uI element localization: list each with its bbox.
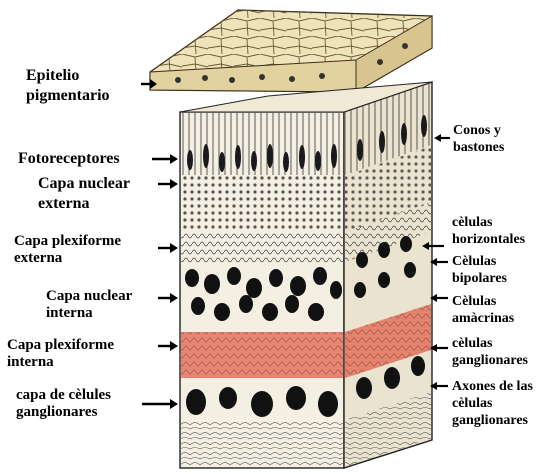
label-line: Capa plexiforme xyxy=(7,337,114,354)
label-celulas-bipolares: Cèlulas bipolares xyxy=(452,253,507,287)
label-line: pigmentario xyxy=(26,86,110,106)
label-celulas-ganglionares-right: cèlulas ganglionares xyxy=(452,335,528,369)
label-line: ganglionares xyxy=(452,412,533,429)
label-line: Cèlulas xyxy=(452,293,514,310)
label-capa-plexiforme-interna: Capa plexiforme interna xyxy=(7,337,114,371)
label-line: horizontales xyxy=(452,231,525,248)
label-line: Conos y xyxy=(453,122,504,139)
label-conos-bastones: Conos y bastones xyxy=(453,122,504,156)
label-line: amàcrinas xyxy=(452,310,514,327)
label-capa-nuclear-externa: Capa nuclear externa xyxy=(38,174,130,214)
label-capa-nuclear-interna: Capa nuclear interna xyxy=(46,288,132,322)
left-arrows xyxy=(141,79,178,409)
label-line: Epitelio xyxy=(26,66,110,86)
label-line: ganglionares xyxy=(452,352,528,369)
label-celulas-amacrinas: Cèlulas amàcrinas xyxy=(452,293,514,327)
label-line: capa de cèlules xyxy=(16,387,111,404)
label-line: externa xyxy=(14,250,121,267)
label-line: Capa nuclear xyxy=(46,288,132,305)
label-capa-celulas-ganglionares: capa de cèlules ganglionares xyxy=(16,387,111,421)
pigment-epithelium-slab xyxy=(150,10,432,92)
label-line: externa xyxy=(38,194,130,214)
label-celulas-horizontales: cèlulas horizontales xyxy=(452,214,525,248)
label-line: interna xyxy=(7,354,114,371)
label-line: bastones xyxy=(453,139,504,156)
label-epitelio-pigmentario: Epitelio pigmentario xyxy=(26,66,110,106)
label-line: interna xyxy=(46,305,132,322)
label-line: Capa nuclear xyxy=(38,174,130,194)
label-fotoreceptores: Fotoreceptores xyxy=(18,149,120,169)
label-line: ganglionares xyxy=(16,404,111,421)
label-line: cèlulas xyxy=(452,335,528,352)
label-line: bipolares xyxy=(452,270,507,287)
label-line: Axones de las xyxy=(452,378,533,395)
label-line: Fotoreceptores xyxy=(18,149,120,169)
label-capa-plexiforme-externa: Capa plexiforme externa xyxy=(14,233,121,267)
label-line: Cèlulas xyxy=(452,253,507,270)
label-axones: Axones de las cèlulas ganglionares xyxy=(452,378,533,429)
label-line: cèlulas xyxy=(452,395,533,412)
label-line: Capa plexiforme xyxy=(14,233,121,250)
retina-block xyxy=(180,82,432,468)
label-line: cèlulas xyxy=(452,214,525,231)
